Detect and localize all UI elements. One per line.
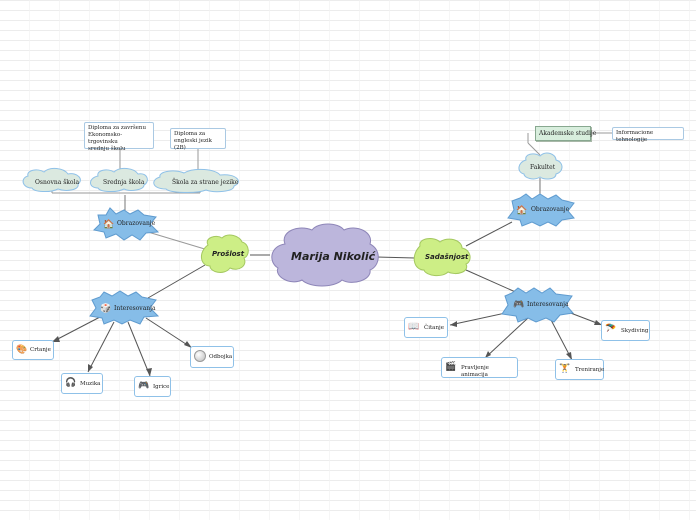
- it-field-node[interactable]: Informacione tehnologije: [612, 127, 684, 143]
- past-interests-label: Interesovanja: [114, 305, 156, 312]
- note-line: srednju školu: [88, 145, 126, 152]
- interest-label: Treniranje: [575, 367, 605, 373]
- interest-animacije[interactable]: 🎬 Pravljenje animacija: [441, 357, 518, 378]
- house-icon: 🏠: [516, 205, 528, 215]
- interest-label: Skydiving: [621, 328, 649, 334]
- interest-label: Čitanje: [424, 325, 444, 331]
- interest-odbojka[interactable]: Odbojka: [190, 346, 234, 368]
- interest-label: Igrice: [153, 384, 170, 390]
- gamepad-icon: 🎮: [513, 299, 525, 309]
- interest-skydiving[interactable]: 🪂 Skydiving: [601, 320, 650, 341]
- interest-label: Pravljenje animacija: [461, 365, 489, 378]
- present-interests-label: Interesovanja: [527, 301, 569, 308]
- present-education-label: Obrazovanje: [531, 206, 570, 213]
- past-education-label: Obrazovanje: [117, 220, 156, 227]
- interest-label: Odbojka: [209, 354, 233, 360]
- workout-icon: 🏋: [559, 363, 571, 373]
- clapperboard-icon: 🎬: [445, 361, 457, 371]
- interest-citanje[interactable]: 📖 Čitanje: [404, 317, 448, 338]
- school-primary-label[interactable]: Osnovna škola: [35, 179, 80, 186]
- gamepad-icon: 🎮: [138, 380, 150, 390]
- house-icon: 🏠: [103, 219, 115, 229]
- book-icon: 📖: [408, 321, 420, 331]
- branch-past-label[interactable]: Prošlost: [212, 250, 245, 258]
- note-line: Diploma za završenu: [88, 125, 147, 131]
- dice-icon: 🎲: [100, 303, 112, 313]
- academic-studies-label: Akademske studije: [539, 130, 597, 137]
- note-line: engleski jezik (2B): [174, 137, 212, 151]
- interest-igrice[interactable]: 🎮 Igrice: [134, 376, 171, 397]
- note-secondary-diploma[interactable]: Diploma za završenu Ekonomsko-trgovinsku…: [84, 122, 154, 152]
- central-topic-label[interactable]: Marija Nikolić: [291, 250, 376, 263]
- note-line: Ekonomsko-trgovinsku: [88, 131, 123, 145]
- palette-icon: 🎨: [16, 344, 28, 354]
- note-line: Diploma za: [174, 131, 206, 137]
- interest-crtanje[interactable]: 🎨 Crtanje: [12, 340, 54, 360]
- academic-studies-node[interactable]: Akademske studije: [535, 126, 596, 141]
- it-field-label: Informacione tehnologije: [616, 130, 654, 143]
- interest-label: Crtanje: [30, 347, 51, 353]
- parachute-icon: 🪂: [605, 323, 617, 333]
- volleyball-icon: [194, 350, 206, 362]
- faculty-label[interactable]: Fakultet: [530, 164, 556, 171]
- interest-label: Muzika: [80, 381, 101, 387]
- headphones-icon: 🎧: [65, 377, 77, 387]
- note-language-diploma[interactable]: Diploma za engleski jezik (2B): [170, 128, 226, 151]
- school-secondary-label[interactable]: Srednja škola: [103, 179, 145, 186]
- school-languages-label[interactable]: Škola za strane jezike: [172, 179, 239, 186]
- central-cloud-shape: [271, 223, 379, 287]
- branch-present-label[interactable]: Sadašnjost: [425, 253, 469, 261]
- interest-muzika[interactable]: 🎧 Muzika: [61, 373, 103, 394]
- interest-treniranje[interactable]: 🏋 Treniranje: [555, 359, 604, 380]
